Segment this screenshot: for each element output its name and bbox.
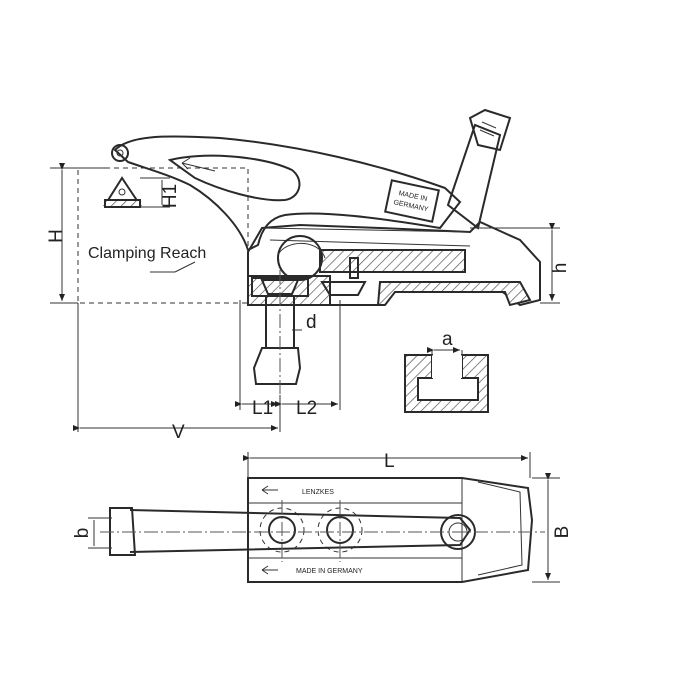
jaw-tip: [103, 176, 142, 208]
top-body-outline: [247, 477, 534, 583]
spring-pin: [320, 257, 367, 296]
label-L1: L1: [252, 398, 273, 419]
label-B: B: [552, 526, 573, 539]
label-H1: H1: [160, 184, 181, 208]
t-slot-detail: a: [404, 329, 489, 413]
dimension-d: d: [292, 312, 317, 333]
label-a: a: [442, 329, 453, 350]
t-bolt: [251, 270, 309, 395]
dimension-h1: H1: [140, 177, 181, 208]
label-h: h: [550, 263, 571, 274]
label-d: d: [306, 312, 317, 333]
dimension-h-small: h: [470, 223, 571, 304]
top-view: L LENZKES MADE IN GERMANY b: [72, 451, 573, 583]
side-nameplate: MADE IN GERMANY: [384, 179, 440, 223]
dimension-l1-l2: L1 L2: [235, 300, 341, 419]
dimension-v: V: [73, 303, 281, 443]
label-L: L: [384, 451, 395, 472]
lever-tip-top: [109, 507, 137, 556]
top-stamp-origin: MADE IN GERMANY: [296, 568, 363, 575]
dimension-h-total: H: [46, 163, 110, 304]
label-b: b: [72, 528, 93, 539]
top-lever: [129, 509, 472, 553]
clamp-lever: [111, 135, 462, 252]
label-H: H: [46, 229, 67, 243]
label-V: V: [172, 422, 185, 443]
top-stamp-brand: LENZKES: [302, 489, 334, 496]
clamping-reach-envelope: [77, 167, 249, 304]
eccentric-cam: [277, 235, 323, 281]
side-view: H H1 Clamping Reach: [46, 108, 571, 443]
label-L2: L2: [296, 398, 317, 419]
handle-grip: [446, 108, 512, 230]
label-clamping-reach: Clamping Reach: [88, 245, 206, 262]
